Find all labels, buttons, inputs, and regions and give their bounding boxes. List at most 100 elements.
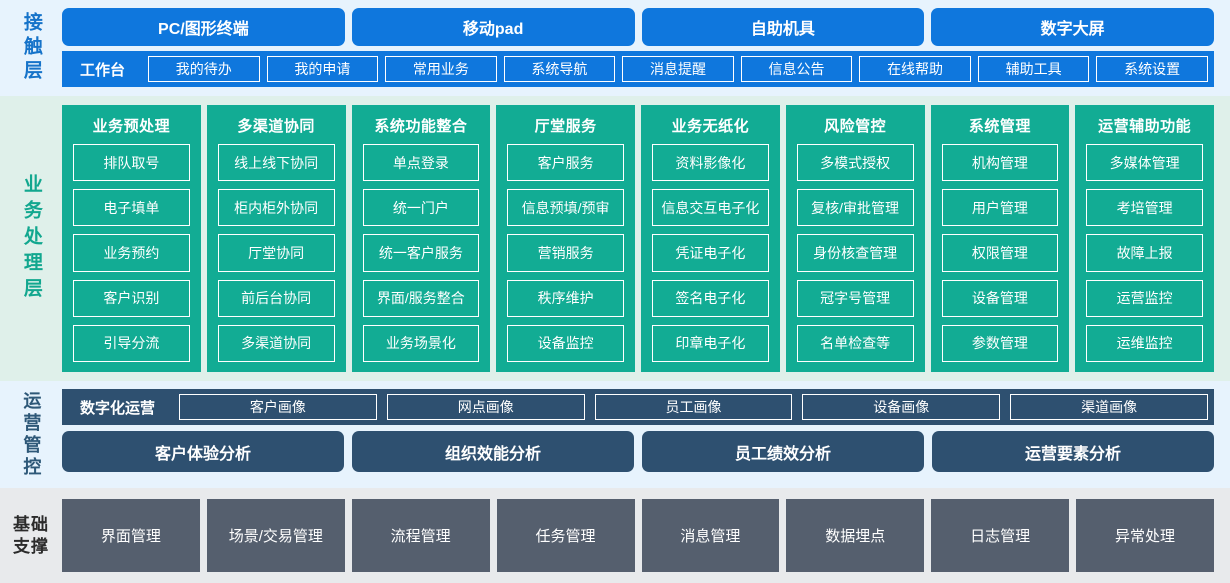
business-item-list: 单点登录 统一门户 统一客户服务 界面/服务整合 业务场景化 bbox=[362, 144, 480, 363]
foundation-item-ui-management[interactable]: 界面管理 bbox=[62, 499, 200, 572]
layer-foundation: 基础 支撑 界面管理 场景/交易管理 流程管理 任务管理 消息管理 数据埋点 日… bbox=[0, 488, 1230, 583]
layer-operations-body: 数字化运营 客户画像 网点画像 员工画像 设备画像 渠道画像 客户体验分析 组织… bbox=[62, 381, 1230, 488]
workbench-item-message[interactable]: 消息提醒 bbox=[622, 56, 734, 82]
business-item[interactable]: 业务预约 bbox=[73, 234, 190, 272]
layer-business: 业务处理层 业务预处理 排队取号 电子填单 业务预约 客户识别 引导分流 多渠道… bbox=[0, 96, 1230, 381]
layer-operations: 运营管控 数字化运营 客户画像 网点画像 员工画像 设备画像 渠道画像 客户体验… bbox=[0, 381, 1230, 488]
business-item[interactable]: 营销服务 bbox=[507, 234, 624, 272]
workbench-item-settings[interactable]: 系统设置 bbox=[1096, 56, 1208, 82]
channel-box-bigscreen[interactable]: 数字大屏 bbox=[931, 8, 1214, 46]
business-item[interactable]: 线上线下协同 bbox=[217, 144, 335, 182]
business-item[interactable]: 前后台协同 bbox=[217, 279, 335, 317]
business-item[interactable]: 参数管理 bbox=[941, 324, 1059, 363]
business-item[interactable]: 多渠道协同 bbox=[217, 324, 335, 363]
portrait-item-device[interactable]: 设备画像 bbox=[802, 394, 1001, 420]
workbench-item-common[interactable]: 常用业务 bbox=[385, 56, 497, 82]
business-item[interactable]: 设备管理 bbox=[941, 279, 1059, 317]
business-column-operation-support: 运营辅助功能 多媒体管理 考培管理 故障上报 运营监控 运维监控 bbox=[1075, 105, 1214, 372]
business-item[interactable]: 界面/服务整合 bbox=[362, 279, 480, 317]
business-item[interactable]: 权限管理 bbox=[941, 234, 1059, 272]
channel-box-pad[interactable]: 移动pad bbox=[351, 8, 635, 46]
portrait-item-employee[interactable]: 员工画像 bbox=[594, 394, 793, 420]
layer-operations-label: 运营管控 bbox=[21, 390, 42, 479]
business-item[interactable]: 信息交互电子化 bbox=[652, 189, 769, 227]
business-item[interactable]: 客户服务 bbox=[507, 144, 624, 182]
business-item[interactable]: 多媒体管理 bbox=[1086, 144, 1203, 182]
business-item[interactable]: 冠字号管理 bbox=[796, 279, 914, 317]
business-item[interactable]: 签名电子化 bbox=[652, 279, 769, 317]
layer-business-body: 业务预处理 排队取号 电子填单 业务预约 客户识别 引导分流 多渠道协同 线上线… bbox=[62, 96, 1230, 381]
business-item-list: 多媒体管理 考培管理 故障上报 运营监控 运维监控 bbox=[1086, 144, 1203, 363]
business-item[interactable]: 排队取号 bbox=[73, 144, 190, 182]
foundation-item-exception-handling[interactable]: 异常处理 bbox=[1076, 499, 1214, 572]
workbench-item-nav[interactable]: 系统导航 bbox=[503, 56, 616, 82]
layer-business-label: 业务处理层 bbox=[20, 173, 42, 304]
business-column-title: 运营辅助功能 bbox=[1098, 118, 1192, 135]
portrait-item-branch[interactable]: 网点画像 bbox=[386, 394, 585, 420]
business-item[interactable]: 运维监控 bbox=[1086, 324, 1203, 363]
business-item[interactable]: 厅堂协同 bbox=[217, 234, 335, 272]
foundation-item-data-tracking[interactable]: 数据埋点 bbox=[786, 499, 925, 572]
portrait-item-channel[interactable]: 渠道画像 bbox=[1010, 394, 1208, 420]
business-item[interactable]: 业务场景化 bbox=[362, 324, 480, 363]
business-column-system-integration: 系统功能整合 单点登录 统一门户 统一客户服务 界面/服务整合 业务场景化 bbox=[351, 105, 491, 372]
business-item[interactable]: 资料影像化 bbox=[652, 144, 769, 182]
business-item[interactable]: 统一客户服务 bbox=[362, 234, 480, 272]
business-item-list: 排队取号 电子填单 业务预约 客户识别 引导分流 bbox=[73, 144, 190, 363]
channel-box-kiosk[interactable]: 自助机具 bbox=[641, 8, 925, 46]
business-item[interactable]: 印章电子化 bbox=[652, 324, 769, 363]
layer-contact-body: PC/图形终端 移动pad 自助机具 数字大屏 工作台 我的待办 我的申请 常用… bbox=[62, 0, 1230, 96]
business-item[interactable]: 客户识别 bbox=[73, 279, 190, 317]
channel-row: PC/图形终端 移动pad 自助机具 数字大屏 bbox=[62, 8, 1214, 46]
business-item[interactable]: 名单检查等 bbox=[796, 324, 914, 363]
business-item[interactable]: 秩序维护 bbox=[507, 279, 624, 317]
digital-operation-bar: 数字化运营 客户画像 网点画像 员工画像 设备画像 渠道画像 bbox=[62, 389, 1214, 425]
portrait-item-customer[interactable]: 客户画像 bbox=[179, 394, 377, 420]
business-column-system-management: 系统管理 机构管理 用户管理 权限管理 设备管理 参数管理 bbox=[930, 105, 1070, 372]
business-item[interactable]: 电子填单 bbox=[73, 189, 190, 227]
layer-contact: 接触层 PC/图形终端 移动pad 自助机具 数字大屏 工作台 我的待办 我的申… bbox=[0, 0, 1230, 96]
business-column-title: 厅堂服务 bbox=[534, 118, 597, 135]
analysis-box-employee-performance[interactable]: 员工绩效分析 bbox=[642, 431, 924, 472]
business-column-multichannel: 多渠道协同 线上线下协同 柜内柜外协同 厅堂协同 前后台协同 多渠道协同 bbox=[206, 105, 346, 372]
business-item[interactable]: 单点登录 bbox=[362, 144, 480, 182]
business-item-list: 机构管理 用户管理 权限管理 设备管理 参数管理 bbox=[941, 144, 1059, 363]
business-item[interactable]: 用户管理 bbox=[941, 189, 1059, 227]
business-column-preprocess: 业务预处理 排队取号 电子填单 业务预约 客户识别 引导分流 bbox=[62, 105, 201, 372]
workbench-item-help[interactable]: 在线帮助 bbox=[859, 56, 971, 82]
foundation-item-log-management[interactable]: 日志管理 bbox=[931, 499, 1070, 572]
channel-box-pc[interactable]: PC/图形终端 bbox=[62, 8, 345, 46]
business-item[interactable]: 复核/审批管理 bbox=[796, 189, 914, 227]
business-item[interactable]: 信息预填/预审 bbox=[507, 189, 624, 227]
business-item[interactable]: 多模式授权 bbox=[796, 144, 914, 182]
workbench-item-todo[interactable]: 我的待办 bbox=[148, 56, 260, 82]
digital-operation-title: 数字化运营 bbox=[80, 399, 156, 417]
workbench-title: 工作台 bbox=[80, 61, 126, 79]
foundation-item-scene-transaction[interactable]: 场景/交易管理 bbox=[206, 499, 345, 572]
business-item[interactable]: 凭证电子化 bbox=[652, 234, 769, 272]
business-item[interactable]: 柜内柜外协同 bbox=[217, 189, 335, 227]
business-item[interactable]: 设备监控 bbox=[507, 324, 624, 363]
analysis-box-customer-experience[interactable]: 客户体验分析 bbox=[62, 431, 344, 472]
business-column-paperless: 业务无纸化 资料影像化 信息交互电子化 凭证电子化 签名电子化 印章电子化 bbox=[641, 105, 780, 372]
business-item[interactable]: 身份核查管理 bbox=[796, 234, 914, 272]
workbench-item-bulletin[interactable]: 信息公告 bbox=[740, 56, 853, 82]
business-item[interactable]: 故障上报 bbox=[1086, 234, 1203, 272]
business-column-title: 系统功能整合 bbox=[374, 118, 468, 135]
business-column-risk-control: 风险管控 多模式授权 复核/审批管理 身份核查管理 冠字号管理 名单检查等 bbox=[785, 105, 925, 372]
business-item[interactable]: 引导分流 bbox=[73, 324, 190, 363]
business-item[interactable]: 统一门户 bbox=[362, 189, 480, 227]
business-item[interactable]: 机构管理 bbox=[941, 144, 1059, 182]
foundation-item-task-management[interactable]: 任务管理 bbox=[496, 499, 635, 572]
business-item[interactable]: 考培管理 bbox=[1086, 189, 1203, 227]
analysis-box-operation-factor[interactable]: 运营要素分析 bbox=[932, 431, 1214, 472]
workbench-item-tools[interactable]: 辅助工具 bbox=[977, 56, 1090, 82]
workbench-item-apply[interactable]: 我的申请 bbox=[266, 56, 379, 82]
foundation-item-message-management[interactable]: 消息管理 bbox=[641, 499, 780, 572]
foundation-item-process-management[interactable]: 流程管理 bbox=[351, 499, 490, 572]
analysis-box-org-efficiency[interactable]: 组织效能分析 bbox=[352, 431, 634, 472]
workbench-bar: 工作台 我的待办 我的申请 常用业务 系统导航 消息提醒 信息公告 在线帮助 辅… bbox=[62, 51, 1214, 87]
business-item[interactable]: 运营监控 bbox=[1086, 279, 1203, 317]
business-column-title: 业务预处理 bbox=[92, 118, 171, 135]
